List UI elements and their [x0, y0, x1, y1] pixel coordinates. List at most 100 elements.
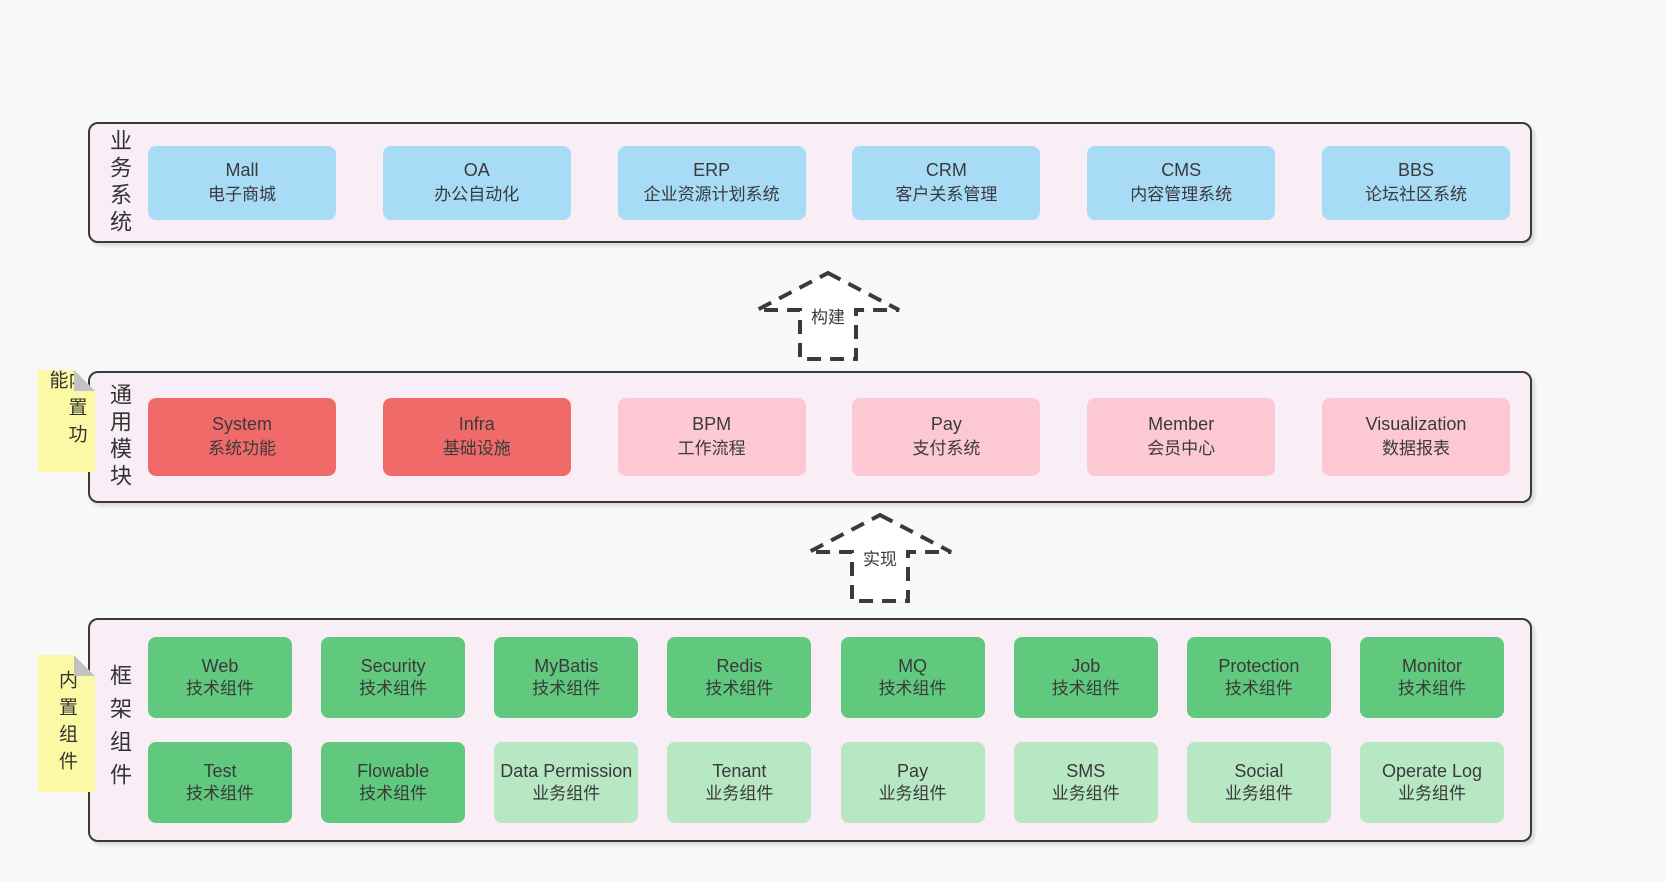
arrow-label: 构建: [808, 302, 848, 329]
box-subtitle: 技术组件: [186, 678, 254, 698]
box-title: System: [211, 414, 272, 434]
box-subtitle: 支付系统: [912, 439, 981, 458]
box-subtitle: 技术组件: [1051, 678, 1120, 698]
box-bpm: BPM 工作流程: [617, 398, 806, 476]
box-title: CMS: [1161, 159, 1202, 180]
layer-business-systems: 业务系统 Mall 电子商城 OA 办公自动化 ERP 企业资源计划系统 CRM 客户关系管理…: [88, 122, 1532, 243]
box-title: BPM: [692, 414, 732, 434]
box-title: Pay: [930, 414, 962, 434]
box-subtitle: 业务组件: [705, 783, 774, 803]
box-title: CRM: [925, 159, 967, 180]
box-title: OA: [463, 159, 490, 180]
box-erp: ERP 企业资源计划系统: [617, 145, 806, 220]
arrow-label: 实现: [860, 544, 900, 571]
layer-label-common-modules: 通用模块: [107, 383, 132, 491]
box-title: Tenant: [712, 760, 767, 781]
box-pay: Pay 支付系统: [852, 398, 1041, 476]
box-title: Mall: [225, 159, 259, 180]
box-crm: CRM 客户关系管理: [852, 145, 1041, 220]
box-title: Test: [203, 760, 237, 781]
sticky-note-built-in-components: 内置组件: [38, 655, 95, 792]
layer-label-framework-components: 框架组件: [107, 664, 132, 796]
box-title: Protection: [1218, 655, 1300, 676]
box-title: Security: [360, 655, 426, 676]
box-title: Member: [1148, 414, 1215, 434]
box-subtitle: 企业资源计划系统: [643, 184, 780, 204]
box-subtitle: 技术组件: [359, 783, 428, 803]
box-title: SMS: [1066, 760, 1106, 781]
box-subtitle: 技术组件: [705, 678, 774, 698]
box-title: Redis: [716, 655, 763, 676]
box-subtitle: 客户关系管理: [895, 184, 998, 204]
arrow-implement: 实现: [805, 510, 955, 605]
box-mall: Mall 电子商城: [148, 145, 336, 220]
box-title: MQ: [898, 655, 928, 676]
modules-box-row: System 系统功能 Infra 基础设施 BPM 工作流程 Pay 支付系统 Member 会…: [148, 373, 1530, 501]
box-subtitle: 技术组件: [1224, 678, 1293, 698]
box-subtitle: 业务组件: [1051, 783, 1120, 803]
box-subtitle: 业务组件: [1224, 783, 1293, 803]
box-subtitle: 系统功能: [208, 439, 276, 458]
arrow-build: 构建: [753, 268, 903, 363]
box-subtitle: 基础设施: [442, 439, 511, 458]
box-member: Member 会员中心: [1087, 398, 1276, 476]
box-subtitle: 电子商城: [208, 184, 276, 204]
box-subtitle: 技术组件: [1397, 678, 1466, 698]
box-subtitle: 业务组件: [878, 783, 947, 803]
box-infra: Infra 基础设施: [382, 398, 571, 476]
box-subtitle: 技术组件: [878, 678, 947, 698]
box-title: Web: [201, 655, 239, 676]
box-subtitle: 业务组件: [532, 783, 601, 803]
box-cms: CMS 内容管理系统: [1087, 145, 1276, 220]
sticky-note-label: 内置组件: [56, 669, 77, 778]
box-title: Monitor: [1401, 655, 1462, 676]
box-title: Social: [1234, 760, 1284, 781]
layer-common-modules: 通用模块 System 系统功能 Infra 基础设施 BPM 工作流程 Pay 支付系统 Me…: [88, 371, 1532, 503]
box-subtitle: 数据报表: [1381, 439, 1450, 458]
layer-label-business-systems: 业务系统: [107, 128, 132, 237]
business-box-row: Mall 电子商城 OA 办公自动化 ERP 企业资源计划系统 CRM 客户关系管理 CMS 内容…: [148, 124, 1530, 241]
box-visualization: Visualization 数据报表: [1321, 398, 1510, 476]
box-subtitle: 工作流程: [677, 439, 746, 458]
box-title: Data Permission: [500, 760, 633, 781]
sticky-note-built-in-features: 内置功能: [38, 370, 95, 472]
box-title: MyBatis: [534, 655, 599, 676]
box-subtitle: 会员中心: [1147, 439, 1216, 458]
box-title: Flowable: [357, 760, 430, 781]
box-title: Job: [1071, 655, 1101, 676]
box-title: Pay: [897, 760, 929, 781]
box-title: Infra: [458, 414, 495, 434]
box-title: BBS: [1397, 159, 1434, 180]
box-subtitle: 办公自动化: [434, 184, 520, 204]
box-subtitle: 内容管理系统: [1130, 184, 1233, 204]
box-subtitle: 技术组件: [532, 678, 601, 698]
box-title: ERP: [693, 159, 731, 180]
box-subtitle: 业务组件: [1397, 783, 1466, 803]
box-subtitle: 技术组件: [186, 783, 254, 803]
box-subtitle: 技术组件: [359, 678, 428, 698]
box-title: Visualization: [1365, 414, 1467, 434]
box-oa: OA 办公自动化: [382, 145, 571, 220]
